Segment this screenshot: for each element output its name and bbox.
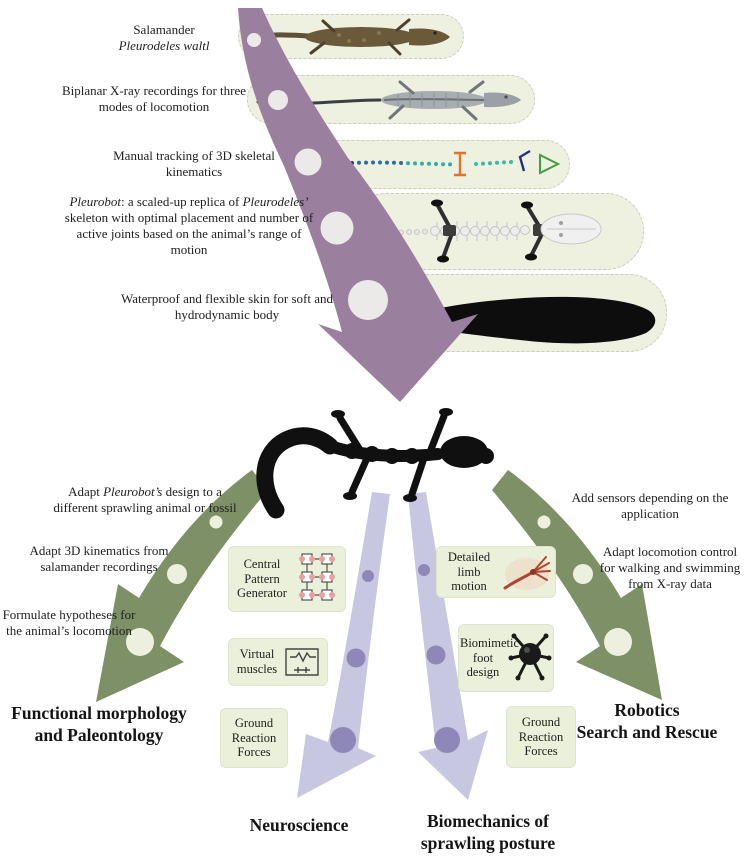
step-label-salamander-line1: Salamander xyxy=(133,22,195,37)
kinematics-tracking-pill xyxy=(297,140,570,189)
step-label-xray: Biplanar X-ray recordings for three mode… xyxy=(61,83,247,115)
cpg-box: Central Pattern Generator xyxy=(228,546,346,612)
right-branch-label-sensors: Add sensors depending on the application xyxy=(571,490,729,522)
cpg-circuit-icon xyxy=(299,553,335,601)
salamander-photo-pill xyxy=(238,14,464,59)
virtual-muscles-box-label: Virtual muscles xyxy=(236,647,278,676)
heading-biomechanics: Biomechanics of sprawling posture xyxy=(420,811,556,854)
right-branch-label-locomotion-control: Adapt locomotion control for walking and… xyxy=(599,544,741,592)
cpg-box-label: Central Pattern Generator xyxy=(237,556,287,601)
step-label-salamander: Salamander Pleurodeles waltl xyxy=(95,22,233,54)
pleurobot-photo xyxy=(256,408,494,519)
limb-motion-image xyxy=(503,556,551,590)
xray-recording-image xyxy=(256,80,521,121)
salamander-photo xyxy=(246,18,450,56)
virtual-muscle-circuit-icon xyxy=(285,648,319,676)
ground-reaction-forces-box-right: Ground Reaction Forces xyxy=(506,706,576,768)
kinematics-tracking-image xyxy=(308,149,561,177)
left-branch-label-adapt-design: Adapt Pleurobot’s design to a different … xyxy=(53,484,237,516)
pleurobot-skeleton-image xyxy=(358,199,602,263)
flexible-skin-pill xyxy=(388,274,667,352)
biomimetic-foot-image xyxy=(508,633,552,681)
virtual-muscles-box: Virtual muscles xyxy=(228,638,328,686)
step-label-salamander-species: Pleurodeles waltl xyxy=(118,38,210,54)
step-label-pleurobot: Pleurobot: a scaled-up replica of Pleuro… xyxy=(64,194,314,258)
flexible-skin-silhouette xyxy=(394,296,656,344)
detailed-limb-motion-box: Detailed limb motion xyxy=(436,546,556,598)
ground-reaction-forces-label: Ground Reaction Forces xyxy=(518,714,564,759)
pleurobot-skeleton-pill xyxy=(348,193,644,270)
left-branch-label-hypotheses: Formulate hypotheses for the animal’s lo… xyxy=(2,607,136,639)
heading-neuroscience: Neuroscience xyxy=(249,815,349,835)
biomimetic-foot-box: Biomimetic foot design xyxy=(458,624,554,692)
xray-recording-pill xyxy=(247,75,535,124)
limb-motion-box-label: Detailed limb motion xyxy=(447,549,491,594)
biomimetic-foot-box-label: Biomimetic foot design xyxy=(460,635,520,680)
ground-reaction-forces-box-left: Ground Reaction Forces xyxy=(220,708,288,768)
step-label-tracking: Manual tracking of 3D skeletal kinematic… xyxy=(113,148,275,180)
heading-robotics: Robotics Search and Rescue xyxy=(576,700,718,743)
ground-reaction-forces-label: Ground Reaction Forces xyxy=(231,715,277,760)
step-label-skin: Waterproof and flexible skin for soft an… xyxy=(121,291,333,323)
heading-functional-morphology: Functional morphology and Paleontology xyxy=(11,703,187,746)
left-branch-label-adapt-kinematics: Adapt 3D kinematics from salamander reco… xyxy=(29,543,169,575)
